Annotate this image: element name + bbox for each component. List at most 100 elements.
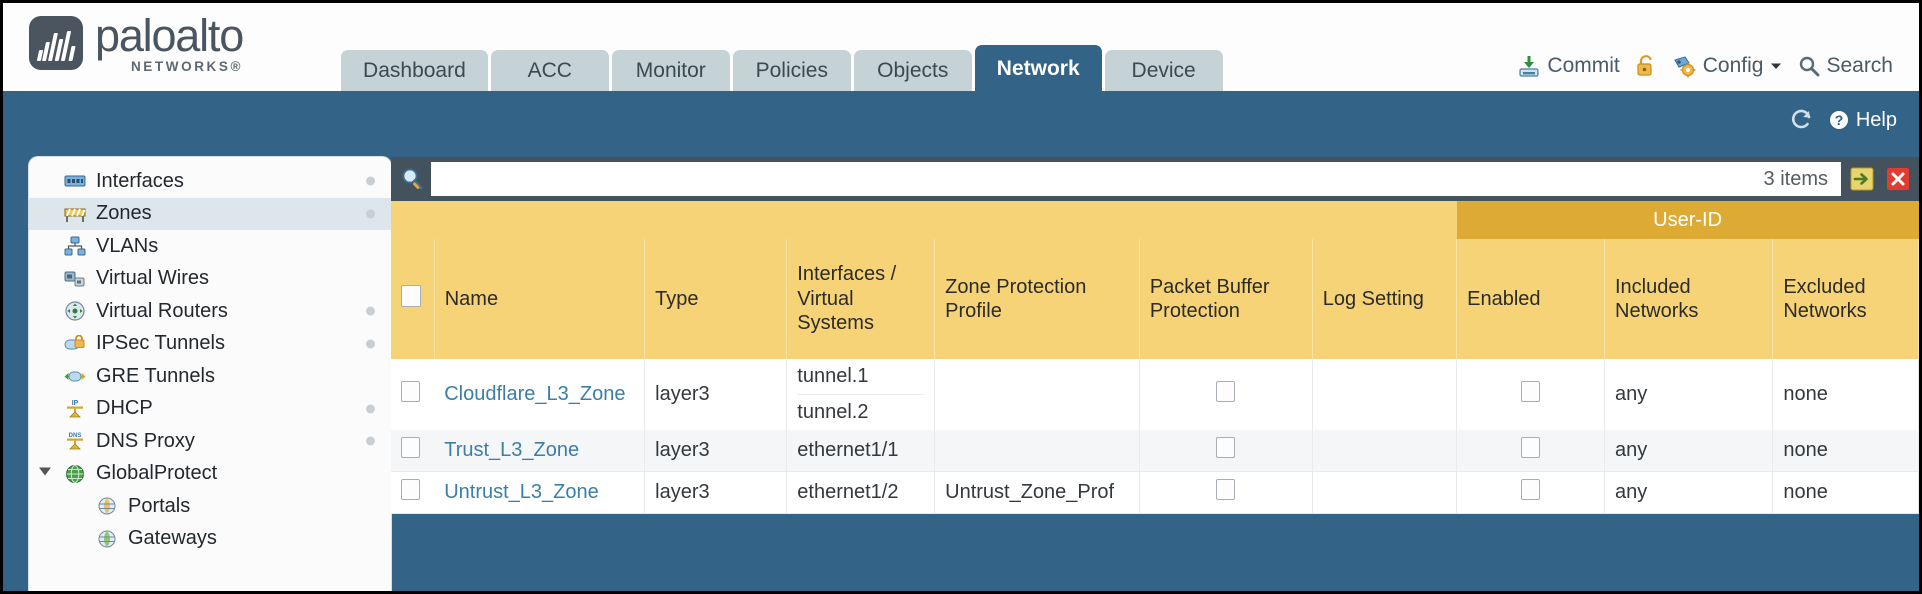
apply-filter-button[interactable] <box>1847 164 1877 194</box>
row-userid-enabled-cell <box>1456 471 1605 514</box>
sidebar-item-label: DHCP <box>96 397 153 420</box>
row-included-networks-cell: any <box>1604 471 1774 514</box>
sidebar-item-zones[interactable]: Zones <box>29 197 391 230</box>
commit-button[interactable]: Commit <box>1517 54 1620 78</box>
search-input[interactable]: 3 items <box>431 162 1841 196</box>
userid-enabled-checkbox[interactable] <box>1521 479 1541 500</box>
interfaces-icon <box>63 170 87 192</box>
userid-enabled-checkbox[interactable] <box>1521 437 1541 458</box>
column-header-zone-protection-profile[interactable]: Zone Protection Profile <box>934 239 1140 359</box>
packet-buffer-checkbox[interactable] <box>1216 479 1236 500</box>
column-header-packet-buffer-protection[interactable]: Packet Buffer Protection <box>1139 239 1313 359</box>
tab-acc[interactable]: ACC <box>490 50 609 91</box>
ipsec-tunnels-icon <box>63 333 87 355</box>
band-actions: ? Help <box>1788 108 1897 132</box>
sidebar-item-interfaces[interactable]: Interfaces <box>29 165 391 198</box>
sidebar-item-label: DNS Proxy <box>96 429 195 452</box>
status-dot <box>366 176 375 186</box>
column-header-name[interactable]: Name <box>434 239 646 359</box>
sidebar-item-label: Gateways <box>128 527 217 550</box>
paloalto-logo-icon <box>29 15 83 70</box>
interface-entry: tunnel.2 <box>797 394 925 430</box>
unlock-button[interactable] <box>1635 54 1657 78</box>
unlock-icon <box>1635 54 1657 78</box>
column-header-userid-enabled[interactable]: Enabled <box>1456 239 1605 359</box>
sidebar-item-dns-proxy[interactable]: DNS DNS Proxy <box>29 425 391 458</box>
row-zone-protection-cell <box>934 359 1140 430</box>
globalprotect-icon <box>63 463 87 485</box>
page-body: Interfaces Zones <box>3 149 1919 591</box>
zones-table: User-ID Name Type Interfaces / Virtual S… <box>391 201 1919 514</box>
column-header-included-networks[interactable]: Included Networks <box>1604 239 1774 359</box>
table-row[interactable]: Cloudflare_L3_Zone layer3 tunnel.1 tunne… <box>391 359 1919 430</box>
column-header-type[interactable]: Type <box>644 239 788 359</box>
sidebar-item-virtual-routers[interactable]: Virtual Routers <box>29 295 391 328</box>
main-content: 3 items <box>391 149 1919 591</box>
svg-text:IP: IP <box>72 400 79 407</box>
select-all-checkbox[interactable] <box>401 284 421 307</box>
sub-header-band: ? Help <box>3 91 1919 149</box>
brand-logo[interactable]: paloalto NETWORKS® <box>3 9 244 92</box>
sidebar-item-portals[interactable]: Portals <box>29 490 391 523</box>
row-userid-enabled-cell <box>1456 359 1605 430</box>
tab-objects[interactable]: Objects <box>853 50 972 91</box>
packet-buffer-checkbox[interactable] <box>1216 381 1236 402</box>
zone-name-link[interactable]: Cloudflare_L3_Zone <box>444 383 626 405</box>
tab-dashboard[interactable]: Dashboard <box>341 50 488 91</box>
sidebar: Interfaces Zones <box>29 157 391 591</box>
help-question-icon: ? <box>1828 109 1850 131</box>
row-select-cell <box>391 430 435 472</box>
search-magnifier-icon[interactable] <box>399 166 425 192</box>
tab-device[interactable]: Device <box>1104 50 1223 91</box>
tab-policies[interactable]: Policies <box>732 50 851 91</box>
sidebar-item-label: VLANs <box>96 234 159 257</box>
row-interfaces-cell: ethernet1/1 <box>786 430 936 472</box>
zone-name-link[interactable]: Untrust_L3_Zone <box>444 481 599 503</box>
sidebar-item-globalprotect[interactable]: GlobalProtect <box>29 458 391 491</box>
help-button[interactable]: ? Help <box>1828 109 1897 132</box>
sidebar-item-vlans[interactable]: VLANs <box>29 230 391 263</box>
row-checkbox[interactable] <box>401 479 420 500</box>
sidebar-item-gateways[interactable]: Gateways <box>29 523 391 556</box>
main-nav-tabs: Dashboard ACC Monitor Policies Objects N… <box>341 45 1223 91</box>
search-label: Search <box>1826 54 1893 77</box>
row-checkbox[interactable] <box>401 381 420 402</box>
config-dropdown[interactable]: Config <box>1672 54 1784 78</box>
row-excluded-networks-cell: none <box>1772 430 1919 472</box>
sidebar-item-virtual-wires[interactable]: Virtual Wires <box>29 263 391 296</box>
tab-network[interactable]: Network <box>974 45 1102 91</box>
interface-entry: tunnel.1 <box>797 365 869 387</box>
status-dot <box>366 339 375 349</box>
sidebar-item-gre-tunnels[interactable]: GRE Tunnels <box>29 360 391 393</box>
commit-label: Commit <box>1547 54 1620 77</box>
zones-icon <box>63 203 87 225</box>
userid-enabled-checkbox[interactable] <box>1521 381 1541 402</box>
sidebar-item-dhcp[interactable]: IP DHCP <box>29 393 391 426</box>
row-log-setting-cell <box>1312 430 1458 472</box>
refresh-icon[interactable] <box>1788 108 1814 132</box>
column-header-excluded-networks[interactable]: Excluded Networks <box>1772 239 1919 359</box>
row-type-cell: layer3 <box>644 471 788 514</box>
sidebar-item-ipsec-tunnels[interactable]: IPSec Tunnels <box>29 328 391 361</box>
config-wrench-key-icon <box>1672 54 1697 78</box>
packet-buffer-checkbox[interactable] <box>1216 437 1236 458</box>
table-row[interactable]: Untrust_L3_Zone layer3 ethernet1/2 Untru… <box>391 471 1919 514</box>
row-excluded-networks-cell: none <box>1772 359 1919 430</box>
table-row[interactable]: Trust_L3_Zone layer3 ethernet1/1 any <box>391 430 1919 472</box>
brand-name: paloalto <box>95 9 244 61</box>
sidebar-item-label: GlobalProtect <box>96 462 218 485</box>
tab-monitor[interactable]: Monitor <box>611 50 730 91</box>
row-select-cell <box>391 359 435 430</box>
row-included-networks-cell: any <box>1604 359 1774 430</box>
clear-filter-button[interactable] <box>1883 164 1913 194</box>
expand-caret-icon[interactable] <box>39 467 51 480</box>
svg-text:?: ? <box>1835 112 1844 128</box>
column-header-interfaces[interactable]: Interfaces / Virtual Systems <box>786 239 936 359</box>
column-header-log-setting[interactable]: Log Setting <box>1312 239 1458 359</box>
row-checkbox[interactable] <box>401 437 420 458</box>
vlans-icon <box>63 235 87 257</box>
search-button[interactable]: Search <box>1798 54 1893 78</box>
dns-proxy-icon: DNS <box>63 430 87 452</box>
zone-name-link[interactable]: Trust_L3_Zone <box>444 439 580 461</box>
